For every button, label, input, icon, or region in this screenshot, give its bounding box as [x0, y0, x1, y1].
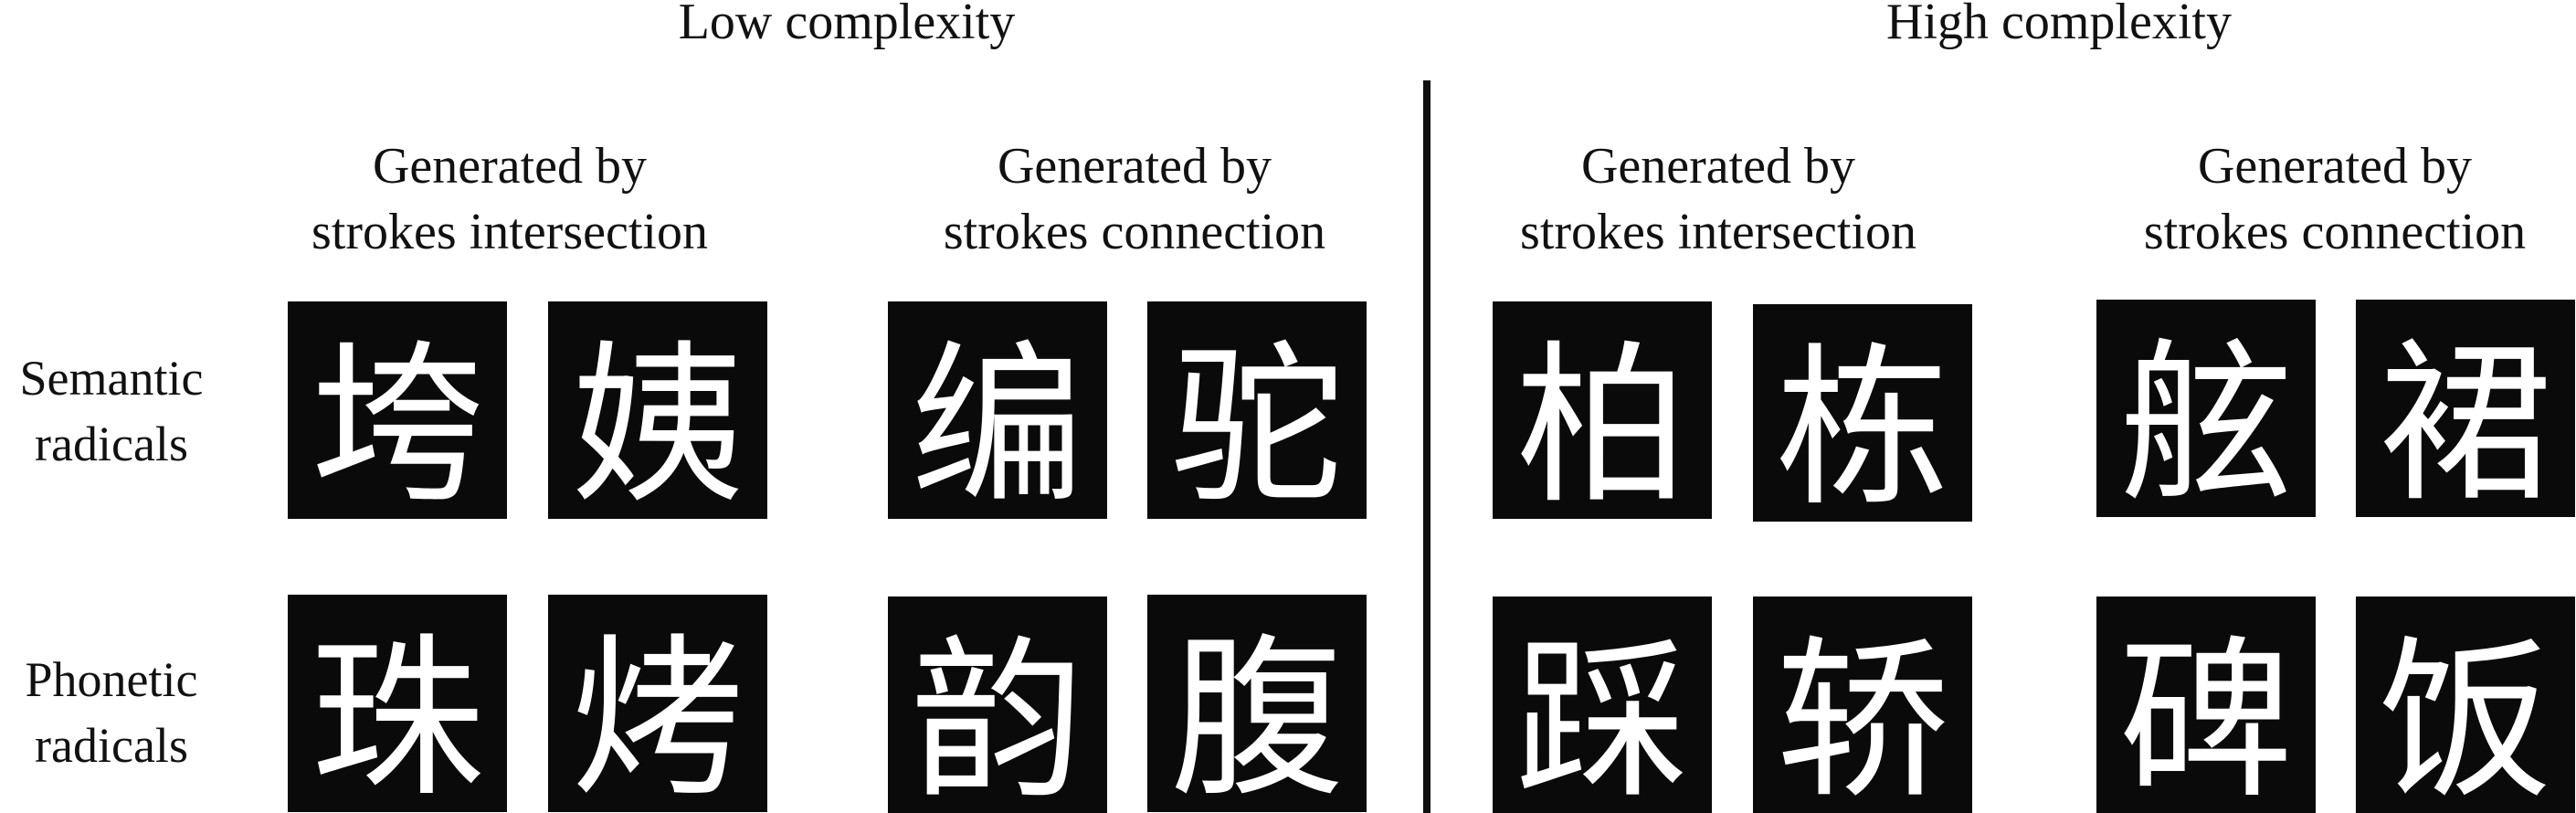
row-label-line2: radicals — [35, 417, 188, 471]
char-tile: 腹 — [1147, 595, 1367, 813]
char-tile: 韵 — [888, 597, 1107, 813]
char-tile: 烤 — [548, 595, 767, 813]
char-tile: 碑 — [2096, 597, 2316, 813]
column-header-line1: Generated by — [2197, 138, 2473, 195]
column-header-4: Generated by strokes connection — [2015, 133, 2576, 265]
char-tile: 柏 — [1493, 301, 1712, 527]
char-tile: 裙 — [2356, 300, 2575, 525]
row-label-line1: Phonetic — [25, 652, 198, 707]
column-header-line1: Generated by — [372, 138, 648, 195]
header-high-complexity: High complexity — [1886, 0, 2232, 50]
column-header-line1: Generated by — [997, 138, 1272, 195]
column-header-line1: Generated by — [1580, 138, 1856, 195]
header-low-complexity: Low complexity — [678, 0, 1016, 50]
column-header-line2: strokes connection — [943, 204, 1326, 260]
column-header-1: Generated by strokes intersection — [190, 133, 829, 265]
char-tile: 饭 — [2356, 597, 2575, 813]
column-header-line2: strokes intersection — [1520, 204, 1916, 260]
row-label-semantic: Semantic radicals — [0, 345, 230, 477]
row-label-phonetic: Phonetic radicals — [0, 647, 230, 778]
char-tile: 舷 — [2096, 300, 2316, 525]
char-tile: 轿 — [1753, 597, 1972, 813]
char-tile: 驼 — [1147, 301, 1367, 527]
char-tile: 栋 — [1753, 304, 1972, 530]
row-label-line1: Semantic — [19, 351, 204, 406]
column-header-line2: strokes connection — [2143, 204, 2527, 260]
char-tile: 垮 — [288, 301, 507, 527]
char-tile: 珠 — [288, 595, 507, 813]
row-label-line2: radicals — [35, 718, 188, 773]
char-tile: 姨 — [548, 301, 767, 527]
char-tile: 编 — [888, 301, 1107, 527]
divider-line — [1423, 80, 1431, 813]
column-header-3: Generated by strokes intersection — [1399, 133, 2038, 265]
column-header-2: Generated by strokes connection — [815, 133, 1454, 265]
char-tile: 踩 — [1493, 597, 1712, 813]
column-header-line2: strokes intersection — [311, 204, 708, 260]
